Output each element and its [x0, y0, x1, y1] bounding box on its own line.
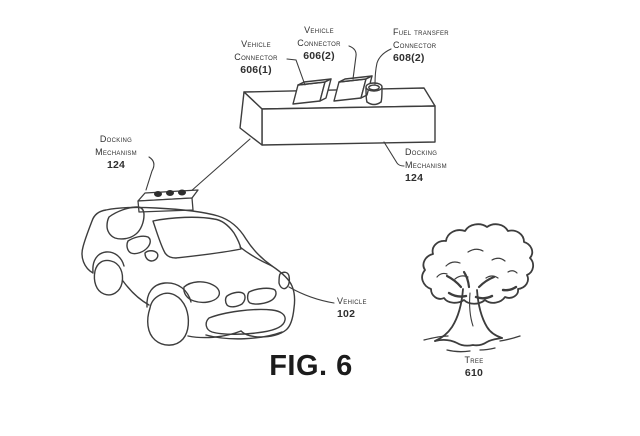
- car-grille-slat-1: [224, 291, 246, 308]
- leader-vehicle: [288, 286, 335, 304]
- tree-canopy: [421, 223, 534, 305]
- reference-numeral: 610: [464, 367, 484, 379]
- reference-numeral: 608(2): [393, 52, 425, 64]
- car-rear-wheel: [93, 259, 124, 296]
- car-body-outline: [81, 206, 296, 338]
- label-fuel-transfer-connector: Fuel transfer Connector 608(2): [393, 26, 449, 65]
- label-vehicle-connector-1: Vehicle Connector 606(1): [234, 38, 277, 77]
- reference-numeral: 124: [405, 172, 424, 184]
- reference-numeral: 102: [337, 308, 356, 320]
- car-lower-intake: [205, 308, 286, 335]
- car-side-window: [106, 206, 145, 240]
- reference-numeral: 124: [106, 159, 126, 171]
- label-line: Vehicle: [304, 25, 334, 35]
- tree-canopy-texture: [436, 248, 518, 280]
- label-line: Tree: [464, 355, 484, 365]
- car-front-wheel: [147, 292, 190, 346]
- tree-trunk-inner: [469, 292, 474, 327]
- leader-vehicle-connector-2: [348, 45, 357, 80]
- label-line: Vehicle: [241, 39, 271, 49]
- label-line: Docking: [405, 147, 438, 157]
- car-mirror: [144, 250, 159, 262]
- car-sill: [122, 280, 150, 306]
- label-vehicle-connector-2: Vehicle Connector 606(2): [297, 24, 340, 63]
- roof-docking-unit-sketch: [137, 189, 199, 213]
- label-line: Connector: [234, 52, 278, 62]
- label-docking-mechanism-detail: Docking Mechanism 124: [405, 146, 447, 185]
- box-front-face: [261, 105, 436, 146]
- car-windshield: [152, 216, 242, 259]
- figure-caption: FIG. 6: [269, 350, 353, 382]
- car-bumper-crease: [205, 331, 283, 340]
- box-left-face: [239, 91, 263, 146]
- label-line: Connector: [297, 38, 341, 48]
- label-docking-mechanism-roof: Docking Mechanism 124: [95, 133, 137, 172]
- tree-branches: [445, 270, 496, 289]
- reference-numeral: 606(2): [303, 50, 335, 62]
- tree-sketch: [421, 223, 534, 353]
- car-hood-crease: [239, 246, 273, 267]
- reference-numeral: 606(1): [240, 64, 272, 76]
- tree-roots: [434, 337, 503, 347]
- label-line: Mechanism: [405, 160, 447, 170]
- car-grille-slat-2: [246, 287, 277, 305]
- vehicle-connector-2-fin: [333, 75, 373, 102]
- car-quarter-window: [126, 235, 151, 255]
- docking-mechanism-sketch: [239, 75, 436, 146]
- tree-ground-strokes: [423, 335, 521, 353]
- car-headlight-right: [278, 271, 291, 290]
- leader-docking-mechanism-detail: [383, 141, 405, 167]
- leader-fuel-transfer-connector: [374, 48, 392, 85]
- label-line: Mechanism: [95, 147, 137, 157]
- label-line: Fuel transfer: [393, 27, 449, 37]
- detail-callout-line: [189, 138, 251, 193]
- label-tree: Tree 610: [464, 354, 483, 380]
- tree-trunk-left: [434, 288, 464, 342]
- leader-vehicle-connector-1: [286, 58, 306, 86]
- car-front-wheel-arch: [146, 282, 192, 308]
- label-line: Vehicle: [337, 296, 367, 306]
- vehicle-sketch: [81, 206, 296, 346]
- label-line: Docking: [99, 134, 133, 144]
- label-vehicle: Vehicle 102: [337, 295, 367, 321]
- car-rear-wheel-arch: [92, 251, 125, 273]
- vehicle-connector-1-fin: [292, 78, 332, 105]
- tree-trunk-right: [476, 289, 503, 339]
- leader-docking-mechanism-roof: [145, 156, 155, 191]
- label-line: Connector: [393, 40, 437, 50]
- car-headlight-left: [183, 281, 221, 304]
- fuel-transfer-connector-cylinder: [365, 82, 383, 106]
